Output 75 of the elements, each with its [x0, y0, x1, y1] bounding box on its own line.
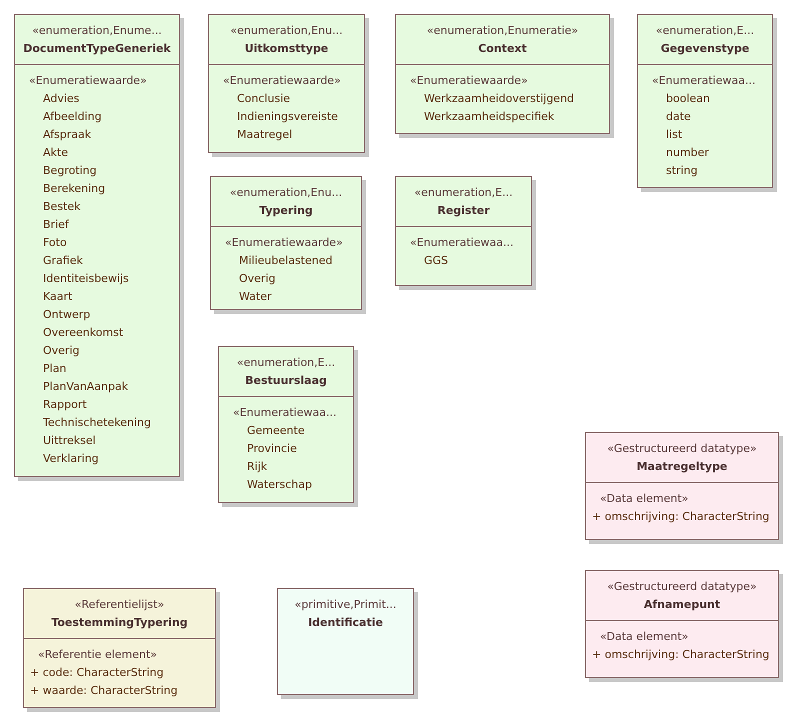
- class-name: DocumentTypeGeneriek: [22, 41, 172, 57]
- compartment-stereotype: «Referentie element»: [37, 647, 158, 663]
- class-name: Bestuurslaag: [244, 373, 328, 389]
- enum-value: Afbeelding: [42, 109, 103, 125]
- attribute-text: + waarde: CharacterString: [29, 683, 179, 699]
- stereotype-label: «Gestructureerd datatype»: [606, 441, 758, 457]
- compartment-stereotype: «Enumeratiewaarde»: [409, 73, 529, 89]
- enum-value: Identiteisbewijs: [42, 271, 130, 287]
- stereotype-label: «enumeration,Enumeratie»: [426, 23, 580, 39]
- enum-value: Milieubelastened: [238, 253, 334, 269]
- class-name: Gegevenstype: [660, 41, 750, 57]
- enum-value: Uittreksel: [42, 433, 97, 449]
- enum-value: Advies: [42, 91, 80, 107]
- enum-value: Water: [238, 289, 273, 305]
- stereotype-label: «enumeration,Enu...: [228, 185, 344, 201]
- enum-value: Bestek: [42, 199, 82, 215]
- enum-value: Ontwerp: [42, 307, 92, 323]
- enum-value: list: [665, 127, 684, 143]
- attribute-text: + code: CharacterString: [29, 665, 165, 681]
- enum-value: Werkzaamheidoverstijgend: [423, 91, 576, 107]
- enum-value: Rapport: [42, 397, 88, 413]
- class-name: Maatregeltype: [636, 459, 728, 475]
- stereotype-label: «enumeration,E...: [413, 185, 514, 201]
- stereotype-label: «enumeration,E...: [654, 23, 756, 39]
- class-name: Uitkomsttype: [244, 41, 330, 57]
- stereotype-label: «enumeration,Enume...: [31, 23, 163, 39]
- enum-value: Grafiek: [42, 253, 84, 269]
- enum-value: date: [665, 109, 692, 125]
- class-name: Context: [477, 41, 528, 57]
- stereotype-label: «enumeration,E...: [236, 355, 336, 371]
- enum-value: string: [665, 163, 699, 179]
- enum-value: Werkzaamheidspecifiek: [423, 109, 556, 125]
- compartment-stereotype: «Data element»: [599, 629, 690, 645]
- compartment-stereotype: «Enumeratiewaa...: [232, 405, 338, 421]
- class-name: Register: [436, 203, 491, 219]
- enum-value: Akte: [42, 145, 69, 161]
- class-name: ToestemmingTypering: [50, 615, 189, 631]
- enum-value: GGS: [423, 253, 450, 269]
- enum-value: Begroting: [42, 163, 98, 179]
- stereotype-label: «Referentielijst»: [74, 597, 166, 613]
- enum-value: Conclusie: [236, 91, 292, 107]
- compartment-stereotype: «Enumeratiewaarde»: [224, 235, 344, 251]
- enum-value: Provincie: [246, 441, 298, 457]
- enum-value: Technischetekening: [42, 415, 152, 431]
- enum-value: Overig: [238, 271, 276, 287]
- enum-value: Maatregel: [236, 127, 294, 143]
- enum-value: Gemeente: [246, 423, 306, 439]
- enum-value: Afspraak: [42, 127, 92, 143]
- enum-value: PlanVanAanpak: [42, 379, 130, 395]
- class-name: Typering: [258, 203, 314, 219]
- enum-value: Kaart: [42, 289, 74, 305]
- stereotype-label: «Gestructureerd datatype»: [606, 579, 758, 595]
- enum-value: Berekening: [42, 181, 106, 197]
- class-name: Afnamepunt: [642, 597, 722, 613]
- enum-value: boolean: [665, 91, 711, 107]
- compartment-stereotype: «Enumeratiewaarde»: [222, 73, 342, 89]
- enum-value: Verklaring: [42, 451, 100, 467]
- enum-value: Brief: [42, 217, 70, 233]
- class-name: Identificatie: [307, 615, 384, 631]
- stereotype-label: «enumeration,Enu...: [229, 23, 344, 39]
- enum-value: Waterschap: [246, 477, 313, 493]
- compartment-stereotype: «Enumeratiewaarde»: [28, 73, 148, 89]
- enum-value: Overig: [42, 343, 80, 359]
- stereotype-label: «primitive,Primit...: [294, 597, 398, 613]
- enum-value: Overeenkomst: [42, 325, 124, 341]
- enum-value: Rijk: [246, 459, 268, 475]
- compartment-stereotype: «Enumeratiewaa...: [409, 235, 514, 251]
- enum-value: Indieningsvereiste: [236, 109, 339, 125]
- compartment-stereotype: «Enumeratiewaa...: [651, 73, 756, 89]
- compartment-stereotype: «Data element»: [599, 491, 690, 507]
- attribute-text: + omschrijving: CharacterString: [591, 509, 770, 525]
- enum-value: Plan: [42, 361, 68, 377]
- attribute-text: + omschrijving: CharacterString: [591, 647, 770, 663]
- enum-value: number: [665, 145, 710, 161]
- enum-value: Foto: [42, 235, 68, 251]
